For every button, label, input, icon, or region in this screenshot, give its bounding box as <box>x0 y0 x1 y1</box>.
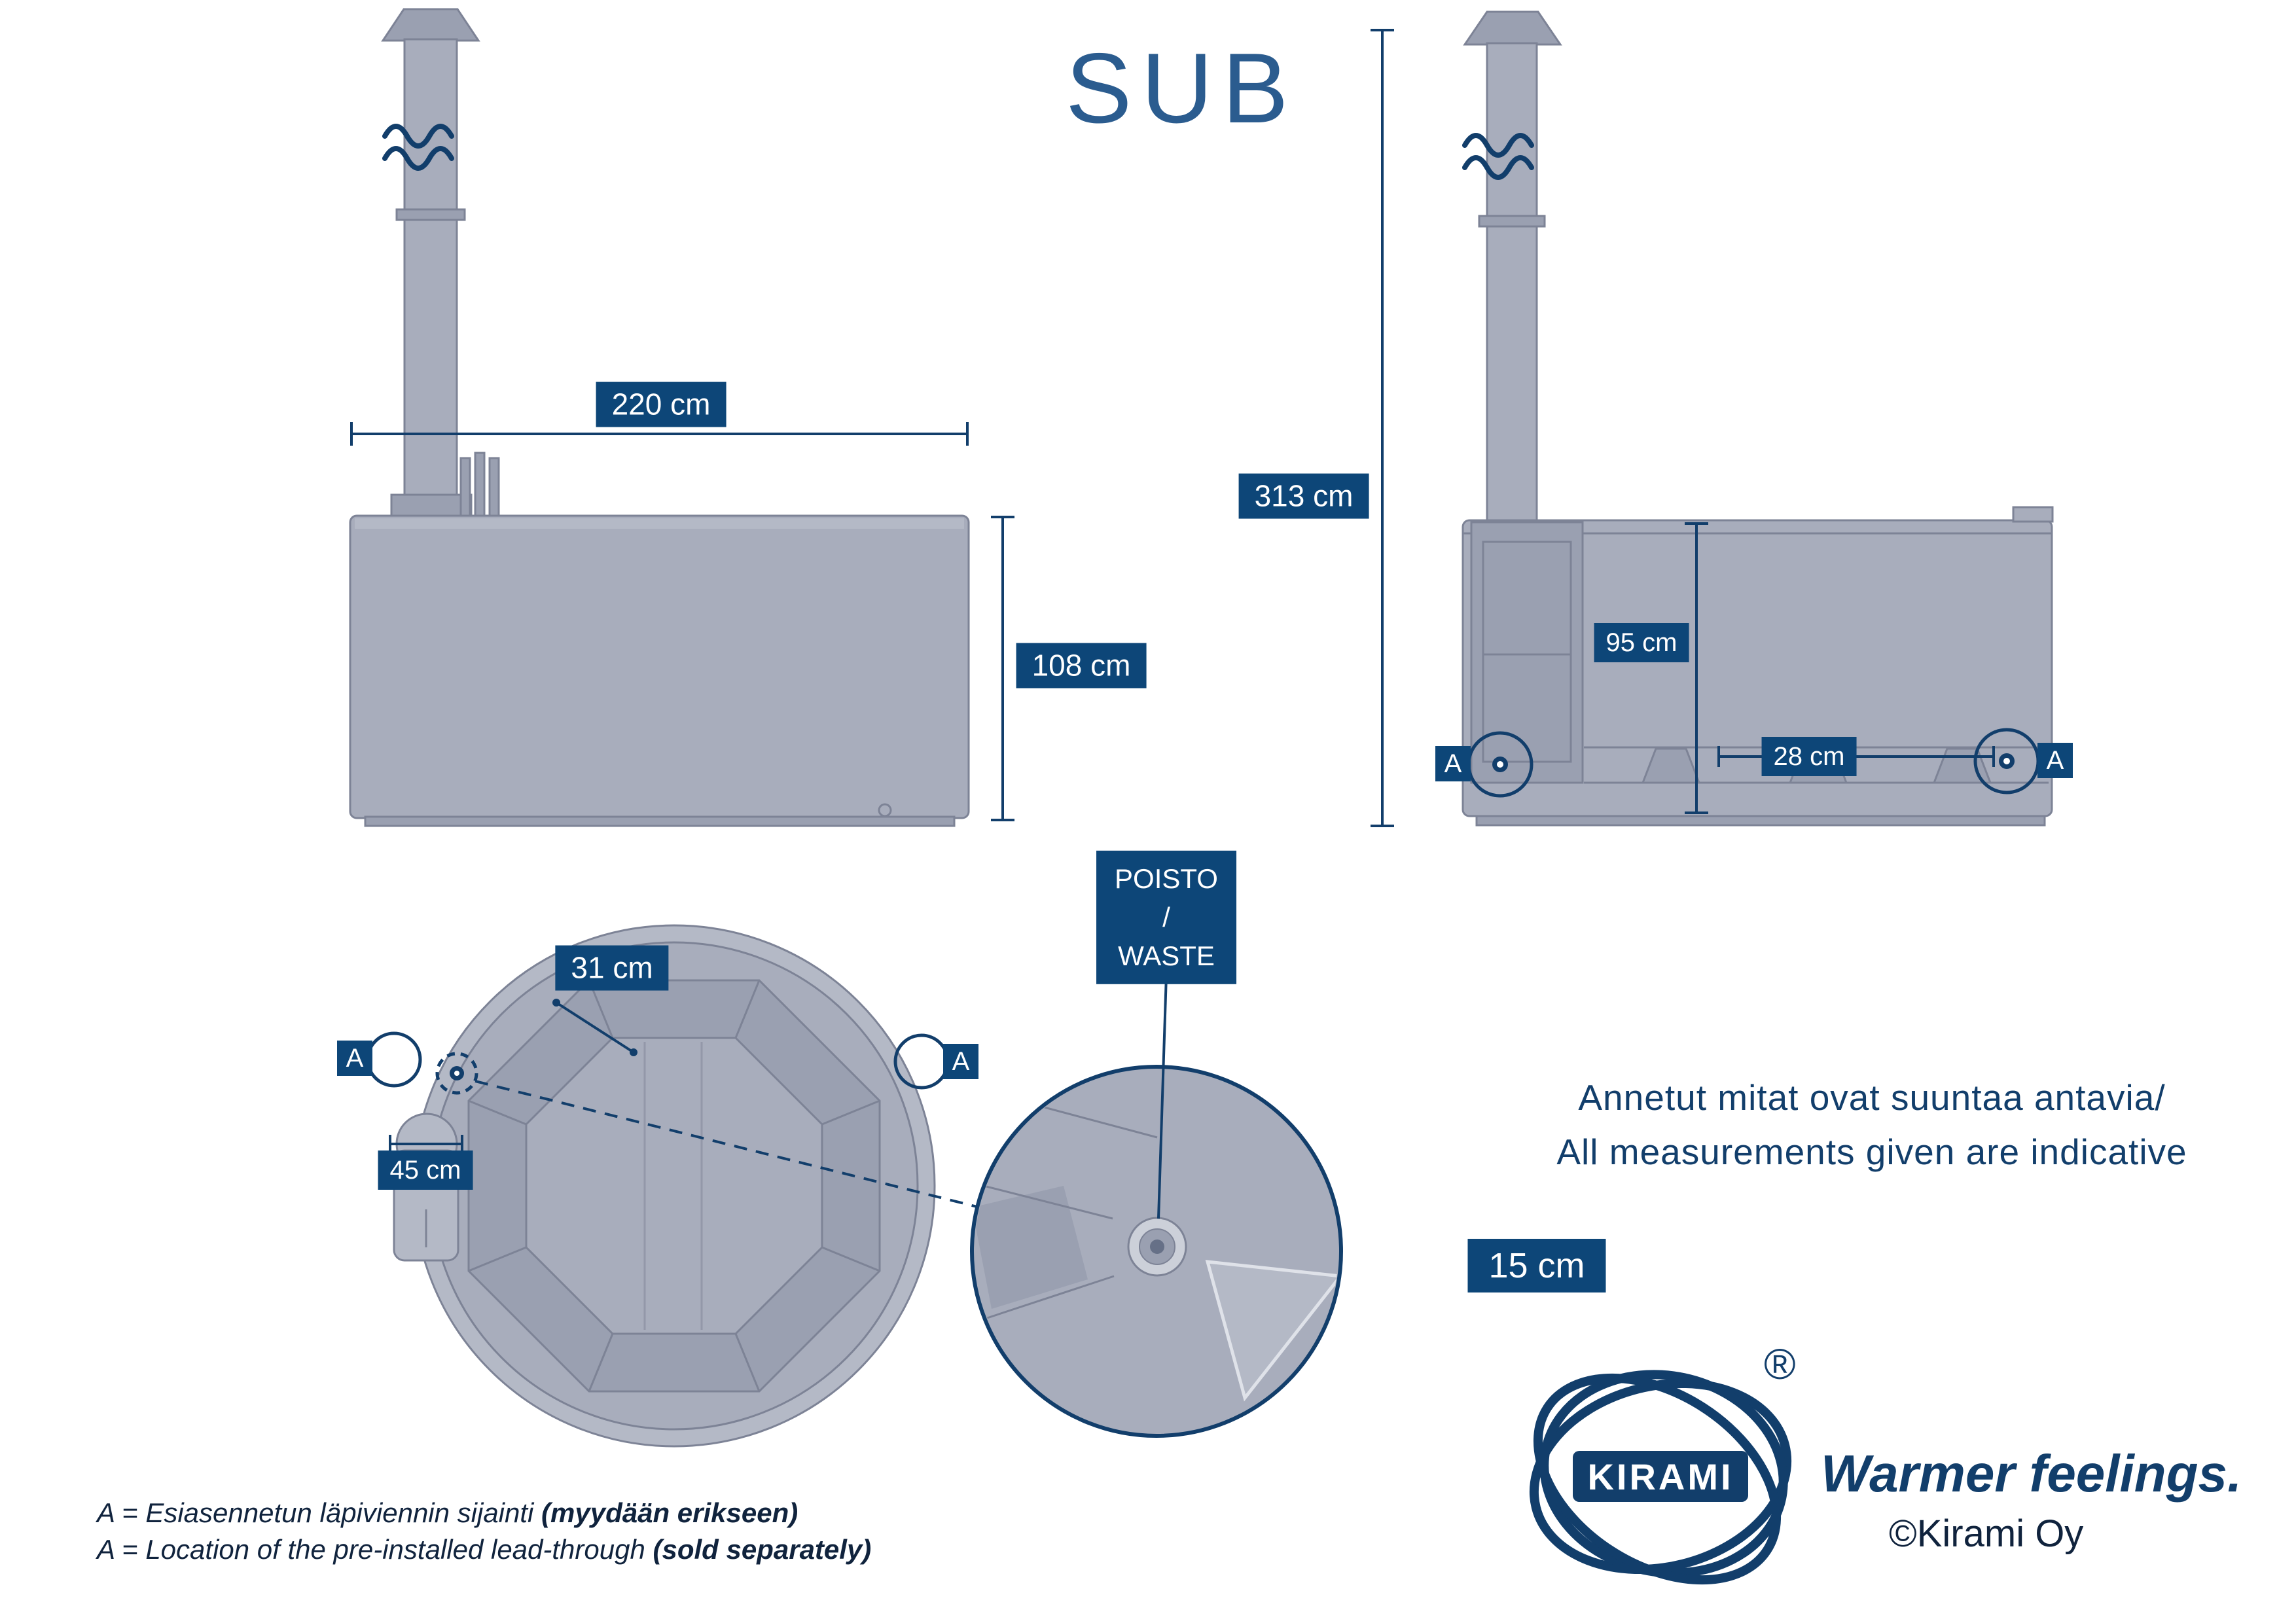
front-view-drawing <box>349 8 1014 827</box>
side-bench-label: 28 cm <box>1761 737 1857 776</box>
drain-offset-label: 15 cm <box>1467 1238 1606 1293</box>
waste-label-line1: POISTO <box>1115 863 1218 894</box>
brand-tagline: Warmer feelings. <box>1821 1444 2242 1503</box>
footnote-en-text: A = Location of the pre-installed lead-t… <box>97 1534 653 1565</box>
page-title: SUB <box>1066 33 1298 144</box>
marker-a-side-right: A <box>2037 743 2073 778</box>
side-total-height-dimension <box>1371 29 1394 827</box>
front-height-dimension <box>991 516 1014 821</box>
footnote-en-bold: (sold separately) <box>653 1534 872 1565</box>
drain-icon <box>1127 1217 1187 1277</box>
top-view-drawing <box>366 924 978 1448</box>
footnote-en: A = Location of the pre-installed lead-t… <box>97 1534 871 1565</box>
side-inner-height-dimension <box>1685 522 1708 814</box>
tub-body <box>349 514 970 819</box>
kirami-logo-rings <box>1529 1370 1792 1585</box>
detail-view-drawing <box>970 974 1343 1438</box>
stove <box>1470 521 1584 784</box>
top-stove-label: 45 cm <box>378 1150 473 1190</box>
floor-octagon <box>525 1037 823 1335</box>
side-total-height-label: 313 cm <box>1238 473 1369 519</box>
waste-leader-line <box>1157 974 1168 1219</box>
footnote-fi: A = Esiasennetun läpiviennin sijainti (m… <box>97 1497 798 1529</box>
chimney-cap <box>1463 10 1562 46</box>
chimney <box>1486 42 1538 524</box>
chimney-cap <box>381 8 480 42</box>
top-rim-dimension <box>552 999 637 1056</box>
note-indicative-fi: Annetut mitat ovat suuntaa antavia/ <box>1578 1077 2166 1118</box>
front-width-label: 220 cm <box>596 382 726 427</box>
front-height-label: 108 cm <box>1016 643 1147 688</box>
footnote-fi-bold: (myydään erikseen) <box>541 1497 798 1528</box>
top-stove-dimension <box>389 1135 463 1153</box>
side-view-drawing <box>1371 10 2054 827</box>
marker-a-top-right: A <box>943 1044 978 1079</box>
marker-a-side-left: A <box>1435 746 1471 781</box>
chimney-break-icon <box>382 124 454 149</box>
kirami-logo: KIRAMI <box>1573 1451 1748 1502</box>
waste-label-line2: / <box>1162 901 1170 933</box>
chimney <box>403 38 458 518</box>
top-rim-label: 31 cm <box>555 945 669 991</box>
lead-through-icon <box>366 1031 422 1088</box>
waste-outlet-icon <box>435 1052 478 1095</box>
note-indicative-en: All measurements given are indicative <box>1556 1132 2187 1172</box>
copyright: ©Kirami Oy <box>1889 1512 2084 1555</box>
waste-label: POISTO / WASTE <box>1096 850 1236 985</box>
registered-trademark: ® <box>1764 1340 1796 1388</box>
chimney-break-icon <box>1462 133 1534 158</box>
waste-label-line3: WASTE <box>1118 940 1215 971</box>
side-inner-height-label: 95 cm <box>1594 623 1689 662</box>
marker-a-top-left: A <box>337 1041 372 1076</box>
footnote-fi-text: A = Esiasennetun läpiviennin sijainti <box>97 1497 542 1528</box>
front-width-dimension <box>350 422 969 446</box>
detail-leader-line <box>475 1080 978 1208</box>
